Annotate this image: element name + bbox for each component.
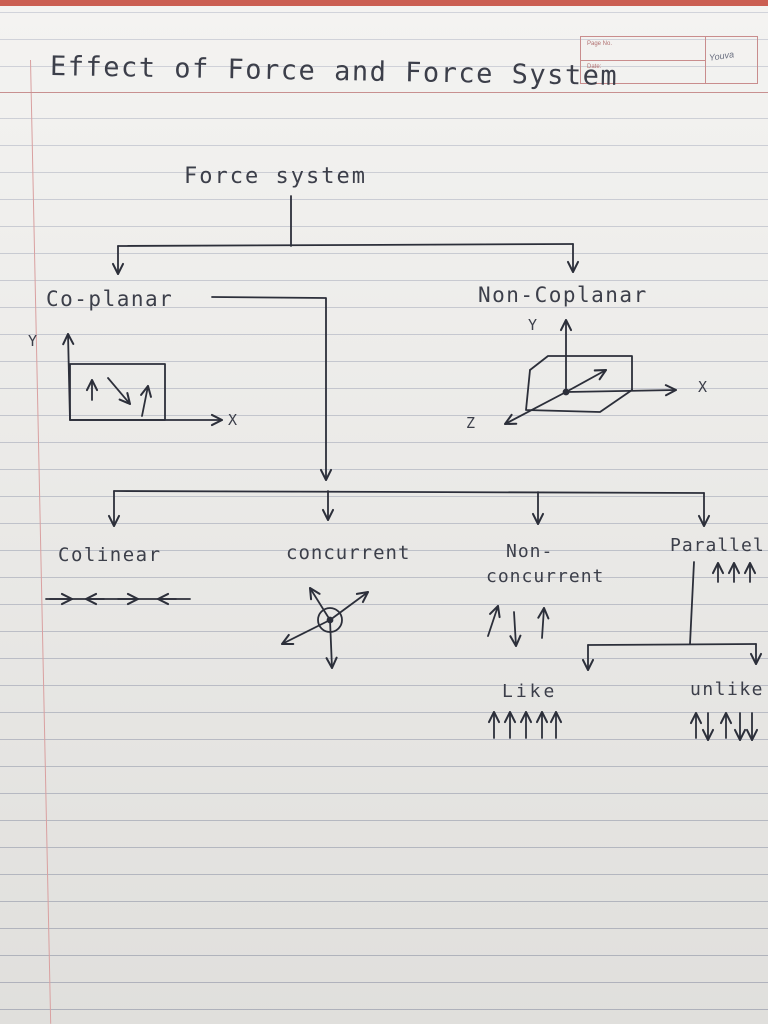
root-label: Force system [184, 164, 367, 189]
concurrent-force-4 [308, 586, 331, 621]
level1-bar [117, 243, 574, 247]
noncoplanar-axis-z-label: Z [466, 414, 475, 432]
noncoplanar-axis-y-label: Y [528, 316, 537, 334]
nonconcurrent-label-line2: concurrent [486, 566, 604, 587]
page-no-label: Page No. [587, 41, 613, 47]
page-meta-box: Page No. Date: Youva [580, 36, 758, 84]
coplanar-force-3 [140, 384, 152, 417]
noncoplanar-label: Non-Coplanar [478, 283, 648, 307]
parallel-stem [689, 561, 695, 645]
level3-bar [587, 643, 757, 646]
coplanar-force-2 [107, 377, 132, 406]
noncoplanar-plane-front [525, 369, 633, 413]
page-top-strip [0, 0, 768, 6]
level2-bar [113, 490, 705, 494]
noncoplanar-origin-dot [562, 388, 570, 396]
coplanar-axis-y-label: Y [28, 332, 37, 350]
coplanar-axis-x-label: X [228, 411, 237, 429]
noncoplanar-force [565, 368, 608, 393]
date-label: Date: [587, 64, 602, 70]
nonconcurrent-force-1 [487, 604, 501, 637]
header-rule [0, 92, 768, 93]
noncoplanar-z-axis [503, 391, 567, 426]
noncoplanar-x-axis [565, 384, 678, 397]
nonconcurrent-label-line1: Non- [506, 541, 553, 562]
colinear-label: Colinear [58, 544, 162, 566]
parallel-label: Parallel [670, 535, 765, 556]
concurrent-label: concurrent [286, 542, 410, 564]
nonconcurrent-force-2 [509, 611, 522, 648]
coplanar-label: Co-planar [46, 287, 173, 311]
concurrent-force-1 [329, 590, 370, 621]
coplanar-plane [69, 363, 166, 421]
concurrent-force-2 [280, 619, 331, 646]
nonconcurrent-force-3 [537, 606, 550, 639]
noncoplanar-axis-x-label: X [698, 378, 707, 396]
unlike-label: unlike [690, 679, 764, 700]
concurrent-force-3 [325, 619, 338, 670]
meta-col-divider [705, 37, 706, 83]
like-label: Like [502, 681, 557, 702]
noncoplanar-plane-back [529, 355, 633, 391]
coplanar-connector [211, 296, 333, 482]
meta-row-divider [581, 60, 705, 61]
